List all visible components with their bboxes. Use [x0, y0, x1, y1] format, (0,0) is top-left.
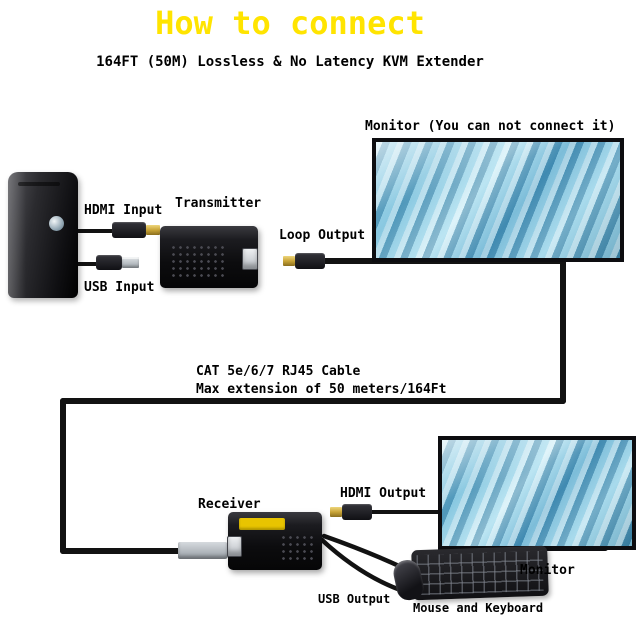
hdmi-output-cable	[370, 510, 442, 514]
cat-cable-segment-3	[60, 398, 566, 404]
usb-input-cable	[58, 262, 100, 266]
transmitter-rj45-port	[242, 248, 258, 270]
hdmi-input-cable	[64, 229, 116, 233]
cat-cable-segment-5	[60, 548, 182, 554]
usb-input-plug	[96, 255, 122, 270]
pc-front-highlight	[8, 172, 26, 298]
label-monitor-top: Monitor (You can not connect it)	[365, 119, 616, 134]
hdmi-input-plug	[112, 222, 146, 238]
label-monitor-bottom: Monitor	[520, 563, 575, 578]
monitor-top	[372, 138, 624, 262]
label-receiver: Receiver	[198, 497, 261, 512]
monitor-bottom-screen-image	[442, 440, 632, 546]
receiver-rj45-port	[227, 536, 242, 557]
transmitter-device	[160, 226, 258, 288]
usb-input-plug-tip	[122, 257, 139, 268]
receiver-device	[227, 512, 322, 570]
label-hdmi-input: HDMI Input	[84, 203, 163, 218]
cat-cable-segment-4	[60, 398, 66, 554]
cat-cable-segment-2	[560, 258, 566, 404]
label-usb-input: USB Input	[84, 280, 155, 295]
receiver-vents	[280, 534, 314, 562]
pc-drive-slot	[18, 182, 60, 186]
pc-tower	[8, 172, 78, 298]
monitor-top-screen-image	[376, 142, 620, 258]
label-mouse-keyboard: Mouse and Keyboard	[413, 601, 544, 615]
subtitle: 164FT (50M) Lossless & No Latency KVM Ex…	[96, 54, 484, 70]
label-hdmi-output: HDMI Output	[340, 486, 427, 501]
transmitter-vents	[170, 244, 228, 280]
usb-cable-branch-2	[319, 537, 409, 595]
receiver-sticker	[239, 518, 285, 530]
cat-cable-rj45-plug	[178, 542, 228, 559]
label-transmitter: Transmitter	[175, 196, 262, 211]
loop-output-plug-tip	[283, 256, 295, 266]
hdmi-input-plug-tip	[146, 225, 160, 235]
monitor-bottom	[438, 436, 636, 550]
label-cat-cable-line1: CAT 5e/6/7 RJ45 Cable	[196, 364, 361, 379]
pc-logo	[49, 216, 64, 231]
loop-output-plug	[295, 253, 325, 269]
page-title: How to connect	[155, 4, 425, 42]
hdmi-output-plug	[342, 504, 372, 520]
label-usb-output: USB Output	[318, 592, 391, 606]
label-cat-cable-line2: Max extension of 50 meters/164Ft	[196, 382, 447, 397]
label-loop-output: Loop Output	[279, 228, 366, 243]
hdmi-output-plug-tip	[330, 507, 342, 517]
